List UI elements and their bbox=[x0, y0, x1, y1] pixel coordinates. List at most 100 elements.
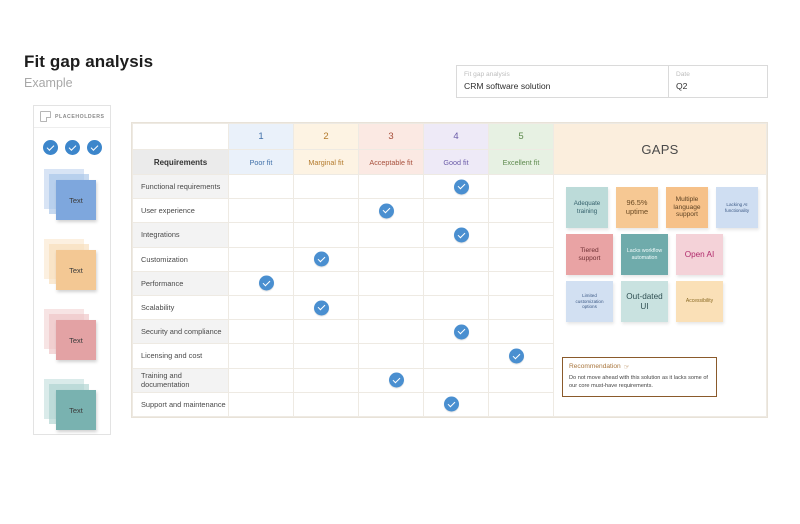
placeholder-check-icon[interactable] bbox=[64, 140, 80, 155]
score-cell-1[interactable] bbox=[228, 198, 294, 224]
score-cell-3[interactable] bbox=[358, 222, 424, 248]
gap-note[interactable]: Lacks workflow automation bbox=[621, 234, 668, 275]
score-check-icon[interactable] bbox=[454, 324, 469, 340]
score-check-icon[interactable] bbox=[314, 300, 329, 316]
score-cell-5[interactable] bbox=[488, 270, 554, 296]
score-cell-5[interactable] bbox=[488, 198, 554, 224]
meta-subject-field[interactable]: Fit gap analysis CRM software solution bbox=[457, 66, 669, 97]
score-check-icon[interactable] bbox=[444, 396, 459, 412]
score-check-icon[interactable] bbox=[454, 179, 469, 195]
score-cell-5[interactable] bbox=[488, 391, 554, 417]
scale-label-4[interactable]: Good fit bbox=[423, 149, 489, 175]
score-cell-2[interactable] bbox=[293, 198, 359, 224]
requirement-label[interactable]: User experience bbox=[132, 198, 229, 224]
score-cell-4[interactable] bbox=[423, 294, 489, 321]
score-cell-3[interactable] bbox=[358, 391, 424, 417]
score-cell-1[interactable] bbox=[228, 173, 294, 200]
gap-note[interactable]: Open AI bbox=[676, 234, 723, 275]
score-check-icon[interactable] bbox=[389, 372, 404, 388]
placeholder-note-stack[interactable]: Text bbox=[44, 169, 100, 225]
score-cell-3[interactable] bbox=[358, 270, 424, 296]
scale-number-2[interactable]: 2 bbox=[293, 123, 359, 150]
score-cell-3[interactable] bbox=[358, 198, 424, 224]
scale-number-4[interactable]: 4 bbox=[423, 123, 489, 150]
score-cell-4[interactable] bbox=[423, 367, 489, 393]
scale-number-1[interactable]: 1 bbox=[228, 123, 294, 150]
gap-note[interactable]: Lacking AI functionality bbox=[716, 187, 758, 228]
gap-note[interactable]: Limited customization options bbox=[566, 281, 613, 322]
scale-label-1[interactable]: Poor fit bbox=[228, 149, 294, 175]
score-cell-4[interactable] bbox=[423, 198, 489, 224]
score-cell-2[interactable] bbox=[293, 222, 359, 248]
gap-note[interactable]: Tiered support bbox=[566, 234, 613, 275]
score-cell-1[interactable] bbox=[228, 343, 294, 369]
score-cell-2[interactable] bbox=[293, 319, 359, 345]
score-cell-5[interactable] bbox=[488, 294, 554, 321]
placeholder-note-stack[interactable]: Text bbox=[44, 309, 100, 365]
score-cell-2[interactable] bbox=[293, 391, 359, 417]
score-cell-4[interactable] bbox=[423, 246, 489, 272]
requirement-label[interactable]: Security and compliance bbox=[132, 319, 229, 345]
gap-note[interactable]: Out-dated UI bbox=[621, 281, 668, 322]
score-check-icon[interactable] bbox=[259, 275, 274, 291]
scale-label-3[interactable]: Acceptable fit bbox=[358, 149, 424, 175]
score-cell-5[interactable] bbox=[488, 222, 554, 248]
requirement-label[interactable]: Support and maintenance bbox=[132, 391, 229, 417]
score-cell-3[interactable] bbox=[358, 173, 424, 200]
meta-date-field[interactable]: Date Q2 bbox=[669, 66, 767, 97]
requirement-label[interactable]: Scalability bbox=[132, 294, 229, 321]
scale-number-5[interactable]: 5 bbox=[488, 123, 554, 150]
score-cell-5[interactable] bbox=[488, 367, 554, 393]
scale-label-2[interactable]: Marginal fit bbox=[293, 149, 359, 175]
score-cell-3[interactable] bbox=[358, 343, 424, 369]
score-cell-1[interactable] bbox=[228, 246, 294, 272]
score-cell-3[interactable] bbox=[358, 367, 424, 393]
score-cell-5[interactable] bbox=[488, 343, 554, 369]
score-cell-2[interactable] bbox=[293, 343, 359, 369]
score-cell-5[interactable] bbox=[488, 319, 554, 345]
score-cell-1[interactable] bbox=[228, 270, 294, 296]
score-check-icon[interactable] bbox=[454, 227, 469, 243]
gap-note[interactable]: Accessibility bbox=[676, 281, 723, 322]
score-cell-2[interactable] bbox=[293, 246, 359, 272]
scale-number-3[interactable]: 3 bbox=[358, 123, 424, 150]
score-check-icon[interactable] bbox=[379, 203, 394, 219]
requirement-label[interactable]: Performance bbox=[132, 270, 229, 296]
requirement-label[interactable]: Training and documentation bbox=[132, 367, 229, 393]
requirement-label[interactable]: Integrations bbox=[132, 222, 229, 248]
placeholder-note-stack[interactable]: Text bbox=[44, 239, 100, 295]
score-cell-1[interactable] bbox=[228, 391, 294, 417]
gap-note[interactable]: Multiple language support bbox=[666, 187, 708, 228]
gap-note[interactable]: 96.5% uptime bbox=[616, 187, 658, 228]
score-cell-1[interactable] bbox=[228, 294, 294, 321]
score-cell-1[interactable] bbox=[228, 367, 294, 393]
placeholder-check-icon[interactable] bbox=[42, 140, 58, 155]
scale-label-5[interactable]: Excellent fit bbox=[488, 149, 554, 175]
score-cell-3[interactable] bbox=[358, 246, 424, 272]
score-cell-3[interactable] bbox=[358, 319, 424, 345]
gap-note[interactable]: Adequate training bbox=[566, 187, 608, 228]
score-cell-4[interactable] bbox=[423, 319, 489, 345]
score-cell-2[interactable] bbox=[293, 270, 359, 296]
score-cell-4[interactable] bbox=[423, 173, 489, 200]
score-cell-1[interactable] bbox=[228, 222, 294, 248]
requirement-label[interactable]: Customization bbox=[132, 246, 229, 272]
score-check-icon[interactable] bbox=[509, 348, 524, 364]
score-cell-1[interactable] bbox=[228, 319, 294, 345]
score-cell-2[interactable] bbox=[293, 173, 359, 200]
score-cell-4[interactable] bbox=[423, 222, 489, 248]
gap-note-text: 96.5% uptime bbox=[625, 197, 649, 216]
score-cell-4[interactable] bbox=[423, 343, 489, 369]
score-cell-2[interactable] bbox=[293, 294, 359, 321]
score-cell-4[interactable] bbox=[423, 391, 489, 417]
score-check-icon[interactable] bbox=[314, 251, 329, 267]
score-cell-5[interactable] bbox=[488, 173, 554, 200]
requirement-label[interactable]: Licensing and cost bbox=[132, 343, 229, 369]
placeholder-check-icon[interactable] bbox=[86, 140, 102, 155]
score-cell-3[interactable] bbox=[358, 294, 424, 321]
placeholder-note-stack[interactable]: Text bbox=[44, 379, 100, 435]
score-cell-4[interactable] bbox=[423, 270, 489, 296]
score-cell-2[interactable] bbox=[293, 367, 359, 393]
requirement-label[interactable]: Functional requirements bbox=[132, 173, 229, 200]
score-cell-5[interactable] bbox=[488, 246, 554, 272]
